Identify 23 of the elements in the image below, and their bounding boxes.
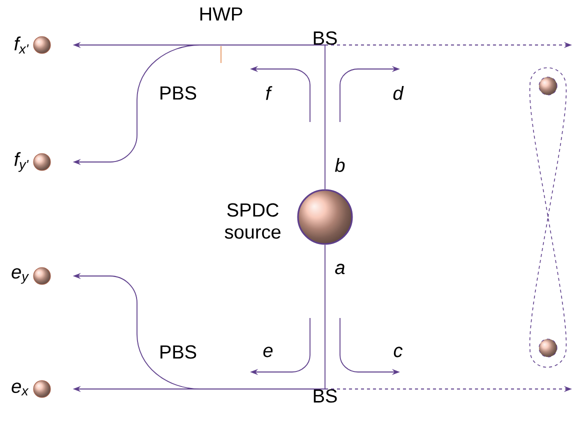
detector-circle [33,267,51,285]
detector-label: e$_{x}$ [12,382,29,396]
component-label: PBS [160,345,196,359]
connector-line [324,244,326,390]
component-label: HWP [200,7,242,21]
detector-label: e$_{y}$ [12,268,29,284]
component-label: PBS [160,86,196,100]
splitter-label: BS [314,389,337,403]
detector-circle [33,36,51,54]
path-label: f [266,86,272,100]
edge-label: b [335,158,345,172]
detector-label: f$_{y'}$ [14,152,29,172]
splitter-label: BS [314,31,337,45]
source-sphere: SPDC source [224,189,353,245]
path-label: e [263,346,273,358]
detector-circle [33,380,51,398]
connector-line [324,44,326,190]
node-label: SPDC source [224,203,280,239]
detector-label: f$_{x'}$ [14,36,29,54]
detector-circle [33,153,51,171]
path-label: d [393,86,404,100]
edge-label: a [335,264,345,274]
path-label: c [394,346,403,358]
